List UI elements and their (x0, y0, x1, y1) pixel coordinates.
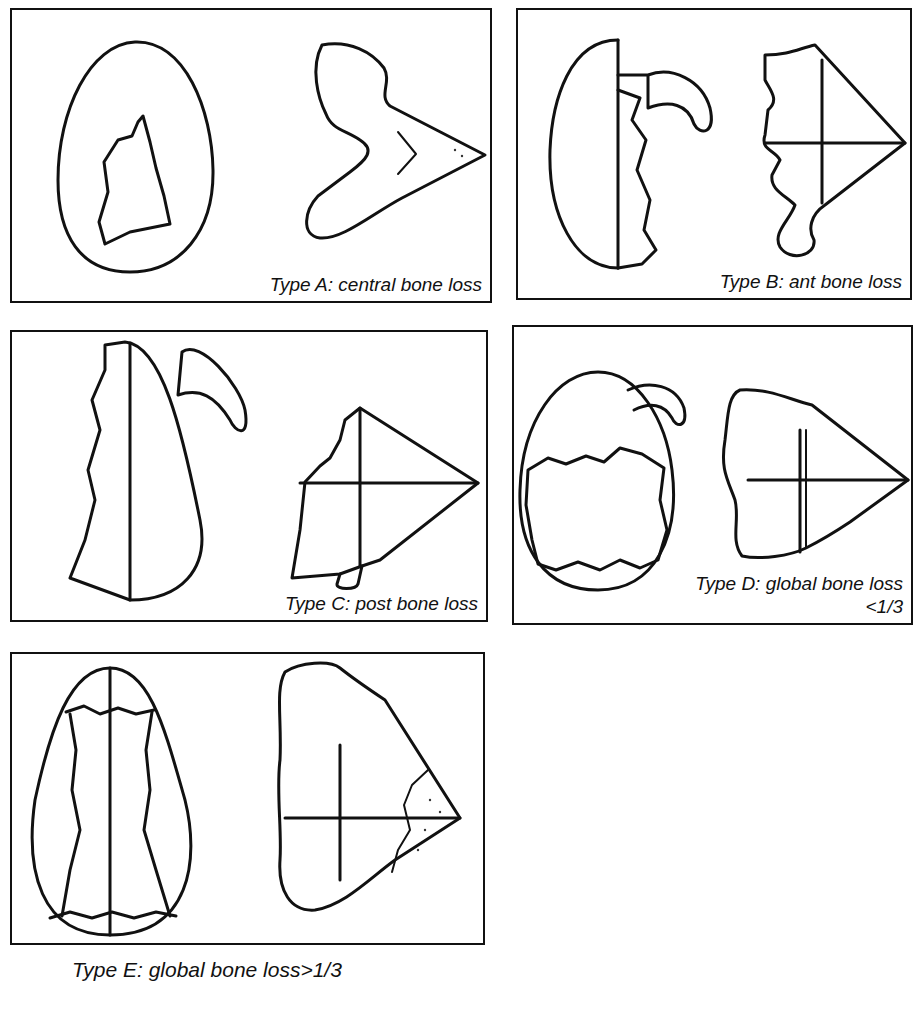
axial-outline (723, 390, 908, 558)
axial-outline (307, 44, 485, 238)
stipple (439, 811, 441, 813)
axis-line (285, 817, 460, 820)
glenoid-outline (58, 42, 213, 272)
stipple (429, 799, 431, 801)
type-panel: Type C: post bone loss (10, 330, 488, 622)
defect-line (392, 770, 428, 872)
global-defect (66, 706, 154, 714)
type-panel: Type D: global bone loss <1/3 (512, 325, 913, 625)
glenoid-outline (550, 40, 618, 268)
global-defect (526, 448, 667, 570)
axis-line (805, 430, 807, 548)
stipple (454, 149, 456, 151)
type-label: Type B: ant bone loss (720, 270, 902, 293)
axial-outline (279, 663, 460, 910)
stipple (461, 155, 463, 157)
axis-line (129, 343, 132, 600)
axis-line (799, 430, 802, 552)
axis-line (300, 482, 478, 485)
type-panel: Type A: central bone loss (10, 8, 492, 303)
type-label: Type D: global bone loss <1/3 (667, 572, 903, 618)
type-label: Type C: post bone loss (285, 592, 478, 615)
axis-line (765, 142, 905, 145)
axial-outline (292, 408, 478, 578)
inferior-process (337, 566, 362, 589)
type-panel: Type B: ant bone loss (516, 8, 912, 300)
axial-outline (764, 45, 905, 256)
type-panel: Type E: global bone loss>1/3 (10, 652, 485, 945)
defect-notch (398, 132, 416, 174)
global-defect (144, 712, 170, 916)
axis-line (821, 60, 824, 203)
global-defect (62, 714, 80, 916)
glenoid-outline (32, 668, 191, 935)
coracoid (178, 349, 246, 430)
type-label: Type A: central bone loss (270, 273, 482, 296)
glenoid-outline (70, 342, 202, 600)
axis-line (359, 408, 362, 566)
type-label: Type E: global bone loss>1/3 (72, 957, 342, 983)
central-defect (99, 116, 170, 244)
anterior-defect (618, 90, 656, 268)
axis-line (339, 745, 342, 880)
axis-line (109, 668, 112, 935)
coracoid (618, 72, 711, 131)
coracoid (628, 385, 685, 424)
axis-line (748, 479, 908, 482)
stipple (417, 849, 419, 851)
stipple (424, 829, 426, 831)
global-defect (50, 912, 176, 918)
